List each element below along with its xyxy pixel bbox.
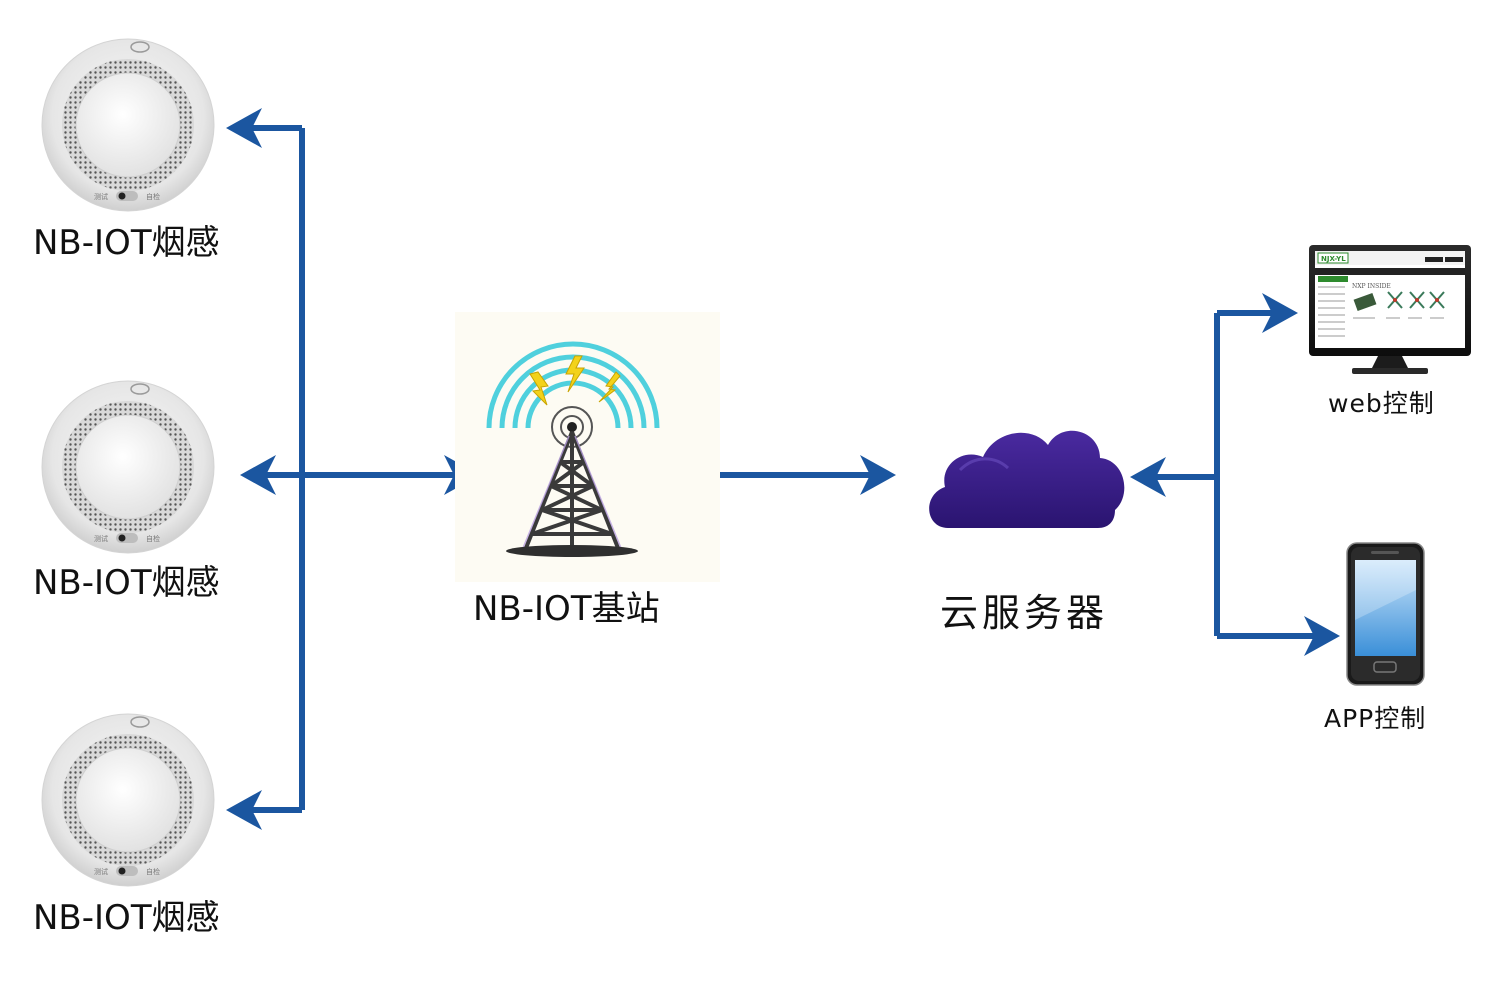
arrowhead-sensor-3 — [226, 790, 262, 830]
svg-text:自检: 自检 — [146, 534, 160, 543]
arrowhead-cloud-right — [860, 455, 896, 495]
arrowhead-sensor-1 — [226, 108, 262, 148]
site-logo: NJX-YL — [1321, 255, 1346, 263]
svg-text:测试: 测试 — [94, 192, 108, 201]
arrowhead-sensor-2 — [240, 455, 276, 495]
svg-text:自检: 自检 — [146, 192, 160, 201]
web-control: NJX-YL NXP INSIDE — [1309, 245, 1471, 374]
tower-background — [455, 312, 720, 582]
cell-tower-icon — [486, 341, 660, 557]
sensor-label-3: NB-IOT烟感 — [33, 898, 220, 938]
svg-text:NXP INSIDE: NXP INSIDE — [1352, 283, 1391, 290]
monitor-icon: NJX-YL NXP INSIDE — [1309, 245, 1471, 374]
lightning-icon — [529, 355, 621, 406]
smoke-detector-icon: 测试 自检 — [41, 380, 215, 554]
tower-structure — [524, 431, 620, 549]
base-station — [455, 312, 720, 582]
cloud-icon — [929, 430, 1125, 528]
smoke-detector-2: 测试 自检 — [41, 380, 215, 554]
svg-text:测试: 测试 — [94, 867, 108, 876]
cloud-server-label: 云服务器 — [940, 591, 1109, 635]
smoke-detector-icon: 测试 自检 — [41, 713, 215, 887]
arrowhead-web — [1262, 293, 1298, 333]
arrowhead-cloud-in — [1130, 457, 1166, 497]
smoke-detector-3: 测试 自检 — [41, 713, 215, 887]
arrowhead-app — [1304, 616, 1340, 656]
smartphone-icon — [1346, 542, 1425, 686]
connectors — [240, 125, 1325, 813]
svg-text:自检: 自检 — [146, 867, 160, 876]
tower-base — [506, 545, 638, 557]
smoke-detector-icon: 测试 自检 — [41, 38, 215, 212]
sensor-label-2: NB-IOT烟感 — [33, 563, 220, 603]
phone-screen — [1355, 560, 1416, 656]
web-control-label: web控制 — [1328, 389, 1435, 418]
app-control — [1346, 542, 1425, 686]
sensor-label-1: NB-IOT烟感 — [33, 223, 220, 263]
svg-text:测试: 测试 — [94, 534, 108, 543]
app-control-label: APP控制 — [1324, 704, 1427, 733]
arrowheads — [226, 108, 1340, 830]
base-station-label: NB-IOT基站 — [473, 589, 660, 629]
monitor-screen — [1315, 251, 1465, 348]
smoke-detector-1: 测试 自检 — [41, 38, 215, 212]
